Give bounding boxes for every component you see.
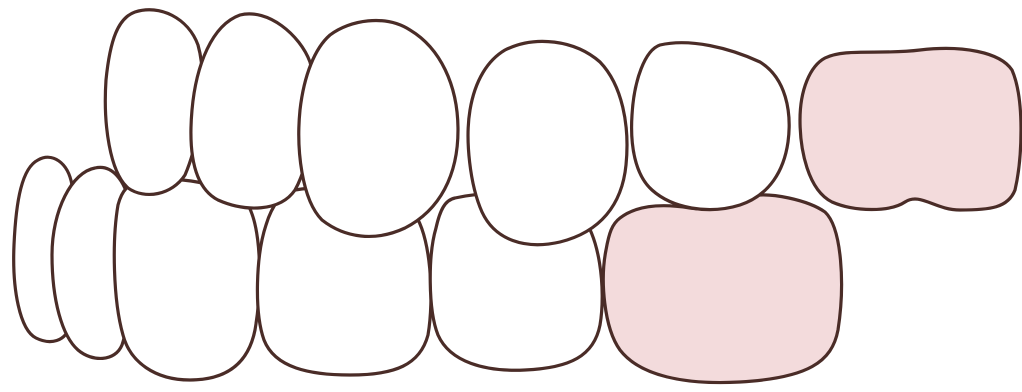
upper-tooth-6 xyxy=(800,48,1021,210)
upper-tooth-4 xyxy=(468,41,627,244)
upper-tooth-3 xyxy=(299,21,458,237)
lower-tooth-3 xyxy=(114,179,259,380)
lower-tooth-6 xyxy=(603,195,841,383)
upper-tooth-2 xyxy=(191,14,314,208)
upper-tooth-5 xyxy=(632,43,790,210)
upper-tooth-1 xyxy=(105,10,202,195)
